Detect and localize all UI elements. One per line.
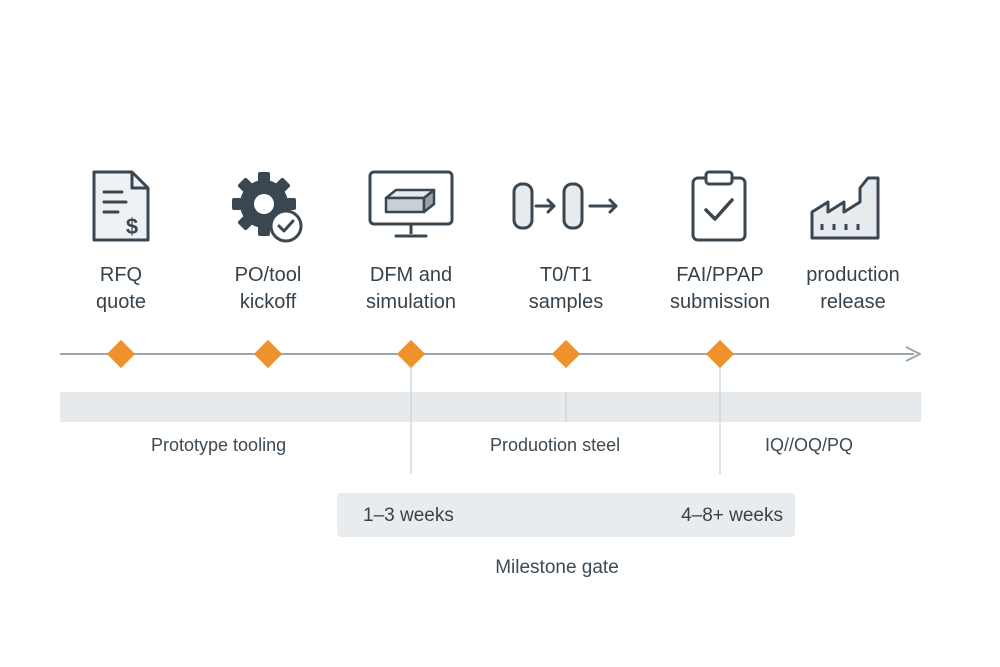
milestone-label-line: quote — [95, 291, 147, 313]
milestone-label-samples: T0/T1 samples — [491, 262, 641, 316]
duration-right: 4–8+ weeks — [681, 505, 783, 526]
samples-arrow-icon — [512, 182, 618, 230]
milestone-label-line: T0/T1 — [539, 264, 593, 286]
milestone-label-rfq: RFQ quote — [46, 262, 196, 316]
milestone-gate-label: Milestone gate — [495, 557, 619, 578]
milestone-label-line: PO/tool — [234, 264, 302, 286]
milestone-label-line: simulation — [365, 291, 457, 313]
duration-bar: 1–3 weeks 4–8+ weeks — [337, 493, 795, 537]
milestone-label-line: release — [820, 291, 886, 313]
milestone-label-line: FAI/PPAP — [676, 264, 764, 286]
timeline-arrowhead — [905, 346, 921, 362]
milestone-diamond — [551, 339, 581, 369]
milestone-diamond — [253, 339, 283, 369]
factory-icon — [810, 176, 880, 240]
phase-label-prototype: Prototype tooling — [151, 435, 287, 455]
milestone-diamond — [106, 339, 136, 369]
milestone-label-line: production — [806, 264, 900, 286]
milestone-label-line: RFQ — [99, 264, 143, 286]
milestone-diamond — [396, 339, 426, 369]
milestone-label-dfm: DFM and simulation — [336, 262, 486, 316]
milestone-label-line: DFM and — [369, 264, 453, 286]
duration-left: 1–3 weeks — [363, 505, 454, 526]
milestone-label-line: samples — [528, 291, 604, 313]
milestone-label-fai: FAI/PPAP submission — [645, 262, 795, 316]
monitor-block-icon — [368, 170, 454, 238]
milestone-label-kickoff: PO/tool kickoff — [193, 262, 343, 316]
svg-text:$: $ — [126, 214, 138, 239]
milestone-label-production: production release — [778, 262, 928, 316]
phase-label-production-steel: Produotion steel — [490, 435, 621, 455]
milestone-label-line: kickoff — [239, 291, 297, 313]
rfq-document-icon: $ — [92, 170, 150, 242]
milestone-label-line: submission — [669, 291, 771, 313]
clipboard-check-icon — [691, 170, 747, 242]
milestone-diamond — [705, 339, 735, 369]
phase-band — [60, 392, 921, 422]
phase-label-qualification: IQ//OQ/PQ — [765, 435, 854, 455]
gear-check-icon — [232, 172, 303, 243]
